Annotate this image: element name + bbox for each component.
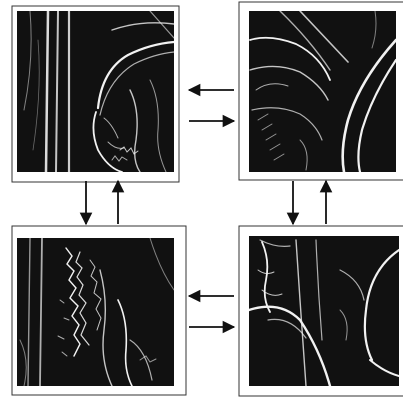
panel-top-right: [239, 2, 403, 180]
panel-bottom-right: [239, 226, 403, 396]
panel-top-left: [12, 6, 179, 182]
panel-bottom-left: [12, 226, 186, 395]
